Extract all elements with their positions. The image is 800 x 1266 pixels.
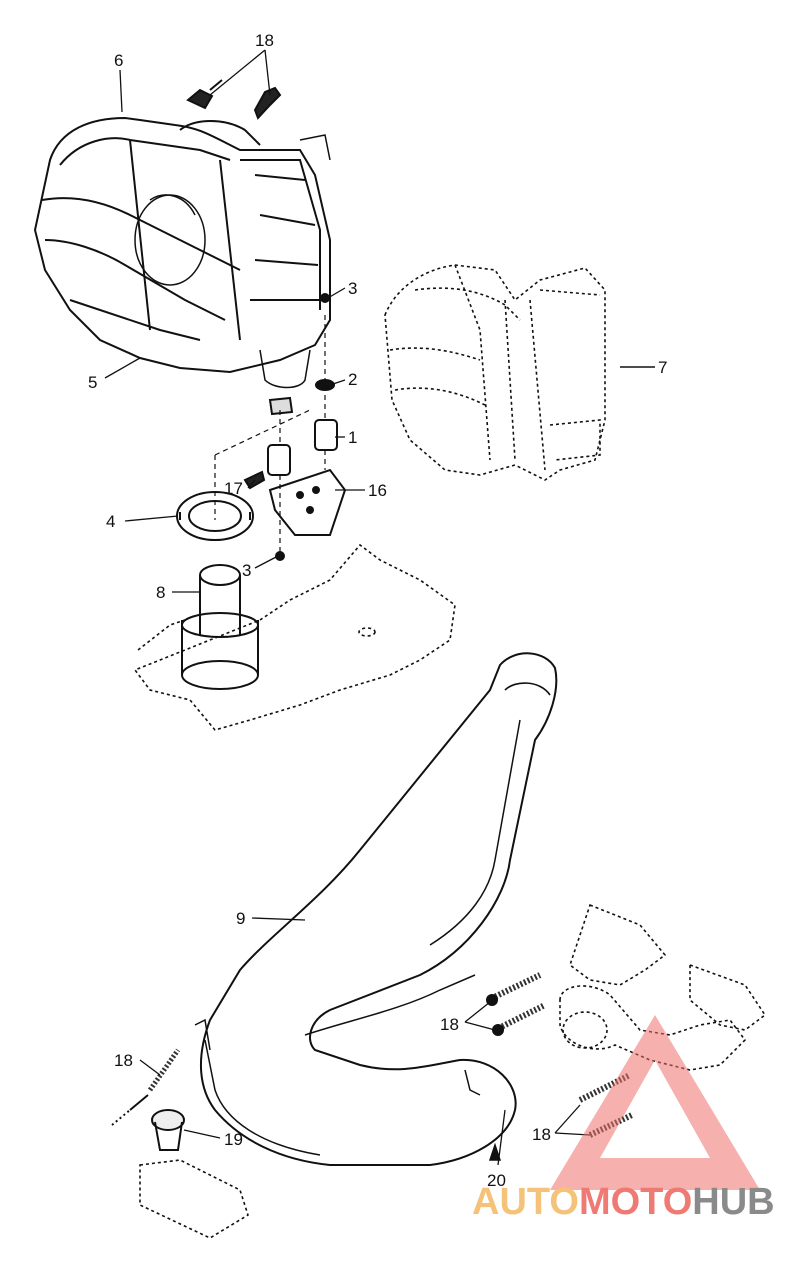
expansion-chamber (194, 652, 558, 1166)
callout-20: 20 (487, 1171, 506, 1190)
callout-labels: 18 6 3 2 5 7 1 17 16 4 3 8 9 18 18 19 18… (88, 31, 667, 1190)
callout-18-mid: 18 (440, 1015, 459, 1034)
spring-pair-mid (486, 972, 547, 1036)
leader-lines (104, 49, 591, 1166)
callout-16: 16 (368, 481, 387, 500)
rubber-mount-19 (151, 1109, 185, 1151)
callout-1: 1 (348, 428, 357, 447)
callout-9: 9 (236, 909, 245, 928)
callout-8: 8 (156, 583, 165, 602)
silencer-assembly (33, 116, 331, 389)
callout-19: 19 (224, 1130, 243, 1149)
watermark-moto: MOTO (579, 1181, 692, 1223)
spring-pair-top (186, 79, 282, 120)
callout-18-left: 18 (114, 1051, 133, 1070)
bolt-20 (488, 1142, 502, 1161)
heat-shield (384, 264, 606, 481)
callout-6: 6 (114, 51, 123, 70)
callout-18-top: 18 (255, 31, 274, 50)
callout-18-right: 18 (532, 1125, 551, 1144)
watermark-auto: AUTO (472, 1181, 579, 1223)
callout-3-bottom: 3 (242, 561, 251, 580)
callout-7: 7 (658, 358, 667, 377)
callout-17: 17 (224, 479, 243, 498)
exhaust-manifold (559, 903, 767, 1071)
callout-3-top: 3 (348, 279, 357, 298)
mount-hardware (214, 293, 347, 561)
bracket-dashed-bottom (139, 1159, 249, 1239)
watermark-triangle-icon (550, 1015, 760, 1190)
gasket-ring (176, 491, 254, 541)
spring-left (111, 1048, 181, 1126)
watermark-text: AUTOMOTOHUB (472, 1181, 775, 1223)
watermark-hub: HUB (692, 1181, 774, 1223)
watermark-logo: AUTOMOTOHUB (472, 1015, 775, 1223)
callout-5: 5 (88, 373, 97, 392)
coupler-and-floor (181, 564, 259, 690)
floor-pan-dashed (133, 543, 456, 731)
spring-pair-right (578, 1072, 634, 1138)
callout-2: 2 (348, 370, 357, 389)
callout-4: 4 (106, 512, 115, 531)
